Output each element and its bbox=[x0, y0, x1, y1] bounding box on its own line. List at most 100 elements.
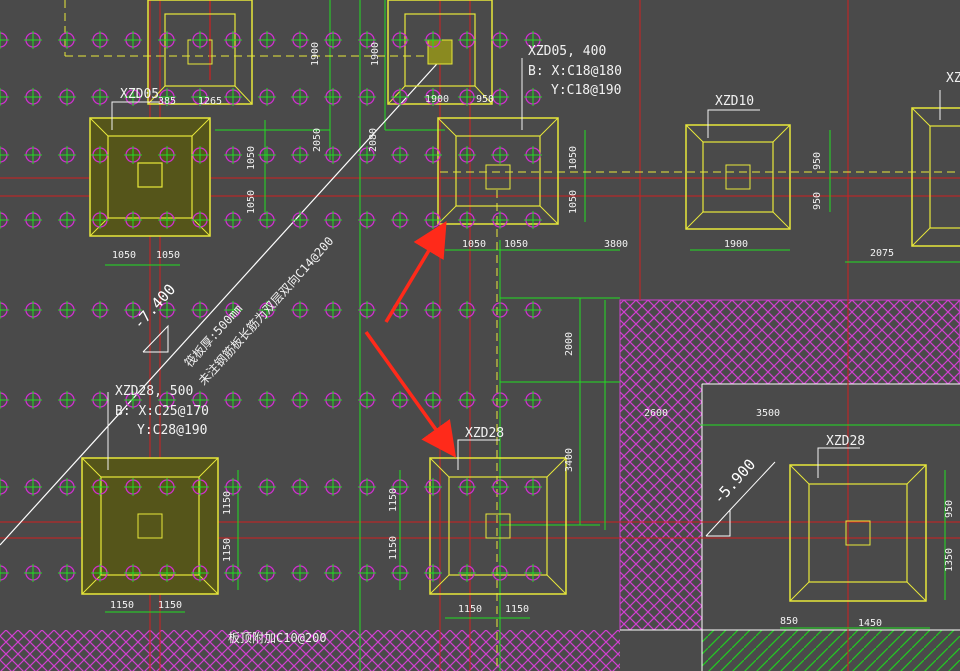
pile-marker bbox=[224, 211, 242, 229]
footing-xz-partial[interactable] bbox=[911, 107, 960, 247]
pile-marker bbox=[224, 146, 242, 164]
footing-chamfer bbox=[89, 117, 109, 137]
pile-marker bbox=[424, 88, 442, 106]
hatch-region-bottom-green bbox=[702, 630, 960, 671]
dim-1150-h2: 1150 bbox=[158, 600, 182, 611]
label-xzd28-detail-by: Y:C28@190 bbox=[137, 423, 207, 438]
dim-1265: 1265 bbox=[198, 96, 222, 107]
leader-xzd28-right bbox=[817, 447, 860, 478]
pile-marker bbox=[91, 88, 109, 106]
dim-950-c: 950 bbox=[944, 500, 955, 518]
pile-marker bbox=[424, 146, 442, 164]
footing-xzd28-center[interactable] bbox=[429, 457, 567, 595]
pile-marker bbox=[291, 146, 309, 164]
dim-950-a: 950 bbox=[812, 152, 823, 170]
dim-1900-c: 1900 bbox=[425, 94, 449, 105]
pile-marker bbox=[191, 564, 209, 582]
pile-marker bbox=[191, 391, 209, 409]
footing-chamfer bbox=[685, 124, 704, 143]
pile-marker bbox=[491, 88, 509, 106]
footing-top-b[interactable] bbox=[387, 0, 493, 105]
dim-2080: 2080 bbox=[368, 128, 379, 152]
dim-1050-v3: 1050 bbox=[568, 146, 579, 170]
dim-1050-v4: 1050 bbox=[568, 190, 579, 214]
pile-marker bbox=[158, 478, 176, 496]
footing-chamfer bbox=[539, 117, 559, 137]
hatched-slab-regions bbox=[0, 299, 960, 671]
dim-1350: 1350 bbox=[944, 548, 955, 572]
footing-xzd05-left[interactable] bbox=[89, 117, 211, 237]
footing-chamfer bbox=[789, 464, 810, 485]
footing-xzd05-center[interactable] bbox=[437, 117, 559, 225]
dim-850: 850 bbox=[780, 616, 798, 627]
pile-marker bbox=[191, 31, 209, 49]
pile-marker bbox=[424, 391, 442, 409]
dim-1900-xzd10: 1900 bbox=[724, 239, 748, 250]
pile-marker bbox=[491, 391, 509, 409]
dim-1150-v3: 1150 bbox=[388, 488, 399, 512]
pile-marker bbox=[524, 211, 542, 229]
footing-xzd28-right[interactable] bbox=[789, 464, 927, 602]
dimension-lines bbox=[105, 0, 960, 671]
footing-chamfer bbox=[198, 457, 219, 478]
label-xzd05-detail-bx: B: X:C18@180 bbox=[528, 64, 622, 79]
pile-marker bbox=[291, 478, 309, 496]
footing-xzd28-left[interactable] bbox=[81, 457, 219, 595]
pile-marker bbox=[258, 391, 276, 409]
dim-2000: 2000 bbox=[564, 332, 575, 356]
pile-marker bbox=[191, 301, 209, 319]
dim-3400: 3400 bbox=[564, 448, 575, 472]
pile-marker bbox=[358, 31, 376, 49]
pile-marker bbox=[24, 391, 42, 409]
pile-marker bbox=[324, 31, 342, 49]
footing-chamfer bbox=[234, 85, 253, 105]
pile-marker bbox=[458, 211, 476, 229]
pile-marker bbox=[124, 146, 142, 164]
pile-marker bbox=[491, 211, 509, 229]
pile-marker bbox=[124, 391, 142, 409]
pile-marker bbox=[24, 564, 42, 582]
pile-marker bbox=[491, 478, 509, 496]
column-stub bbox=[427, 39, 453, 65]
footing-inner bbox=[929, 125, 960, 229]
pile-marker bbox=[58, 478, 76, 496]
pile-marker bbox=[524, 564, 542, 582]
pile-marker bbox=[124, 301, 142, 319]
label-xzd28-detail-title: XZD28, 500 bbox=[115, 384, 193, 399]
pile-marker bbox=[258, 478, 276, 496]
footing-chamfer bbox=[906, 464, 927, 485]
pile-marker bbox=[58, 211, 76, 229]
footing-chamfer bbox=[81, 457, 102, 478]
pile-marker bbox=[24, 301, 42, 319]
footing-chamfer bbox=[546, 574, 567, 595]
pile-marker bbox=[24, 478, 42, 496]
pile-marker bbox=[124, 211, 142, 229]
pile-marker bbox=[458, 301, 476, 319]
pile-marker bbox=[124, 478, 142, 496]
pile-marker bbox=[91, 31, 109, 49]
pile-marker bbox=[124, 31, 142, 49]
footing-xzd10[interactable] bbox=[685, 124, 791, 230]
pile-marker bbox=[291, 391, 309, 409]
pile-marker bbox=[58, 301, 76, 319]
dim-1150-h4: 1150 bbox=[505, 604, 529, 615]
pile-marker bbox=[291, 211, 309, 229]
pile-marker bbox=[491, 301, 509, 319]
footing-chamfer bbox=[147, 85, 166, 105]
pile-marker bbox=[224, 391, 242, 409]
pile-marker bbox=[324, 146, 342, 164]
pile-marker bbox=[258, 564, 276, 582]
pile-marker bbox=[91, 211, 109, 229]
pile-marker bbox=[391, 211, 409, 229]
footing-outline bbox=[911, 107, 960, 247]
pile-marker bbox=[0, 146, 9, 164]
footing-chamfer bbox=[685, 211, 704, 230]
column-stub bbox=[725, 164, 751, 190]
pile-marker bbox=[91, 391, 109, 409]
pile-marker bbox=[0, 88, 9, 106]
annotation-arrow-down bbox=[364, 330, 457, 458]
leader-xzd10 bbox=[707, 109, 760, 138]
pile-marker bbox=[524, 391, 542, 409]
footing-chamfer bbox=[789, 581, 810, 602]
